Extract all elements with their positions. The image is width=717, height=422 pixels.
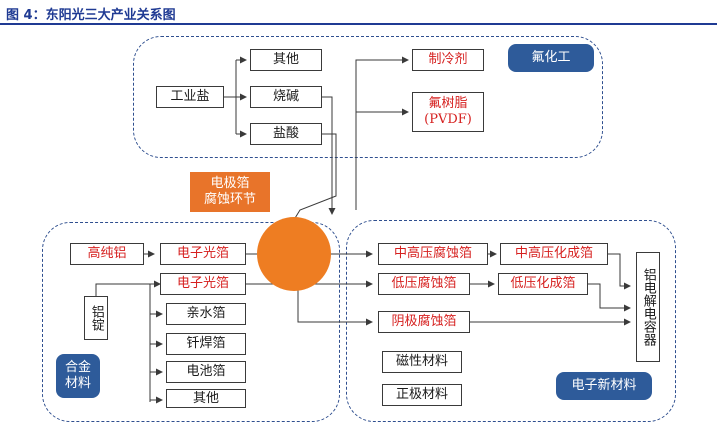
node-mhv-etched: 中高压腐蚀箔 [378, 243, 488, 265]
node-high-purity-al: 高纯铝 [70, 243, 144, 265]
title-rule [0, 23, 717, 25]
connector-lines [95, 56, 631, 404]
node-capacitor: 铝电解电容器 [636, 252, 660, 362]
node-battery-foil: 电池箔 [166, 361, 246, 383]
group-fluorine-chem [133, 36, 603, 158]
node-cathode-material: 正极材料 [382, 384, 462, 406]
tag-alloy-materials: 合金 材料 [56, 354, 100, 398]
node-pvdf: 氟树脂 (PVDF) [412, 92, 484, 132]
node-hydrochloric-acid: 盐酸 [250, 123, 322, 145]
node-cathode-etched: 阴极腐蚀箔 [378, 311, 470, 333]
node-pvdf-line1: 氟树脂 [428, 96, 468, 112]
node-refrigerant: 制冷剂 [412, 49, 484, 71]
node-magnetic-material: 磁性材料 [382, 351, 462, 373]
node-mhv-formed: 中高压化成箔 [500, 243, 608, 265]
node-lv-formed: 低压化成箔 [498, 273, 588, 295]
node-lv-etched: 低压腐蚀箔 [378, 273, 470, 295]
tag-electronic-materials: 电子新材料 [556, 372, 652, 400]
figure-title: 图 4：东阳光三大产业关系图 [6, 8, 176, 23]
node-al-foil-1: 电子光箔 [160, 243, 246, 265]
node-other-top: 其他 [250, 49, 322, 71]
node-other-bottom: 其他 [166, 389, 246, 408]
node-al-ingot: 铝锭 [84, 296, 108, 340]
node-industrial-salt: 工业盐 [156, 86, 224, 108]
etching-circle [257, 217, 331, 291]
node-al-foil-2: 电子光箔 [160, 273, 246, 295]
node-pvdf-line2: (PVDF) [424, 112, 472, 127]
tag-electrode-etching: 电极箔 腐蚀环节 [190, 172, 270, 212]
node-brazing-foil: 钎焊箔 [166, 333, 246, 355]
node-hydrophilic-foil: 亲水箔 [166, 303, 246, 325]
tag-fluorine-chem: 氟化工 [508, 44, 594, 72]
node-caustic-soda: 烧碱 [250, 86, 322, 108]
